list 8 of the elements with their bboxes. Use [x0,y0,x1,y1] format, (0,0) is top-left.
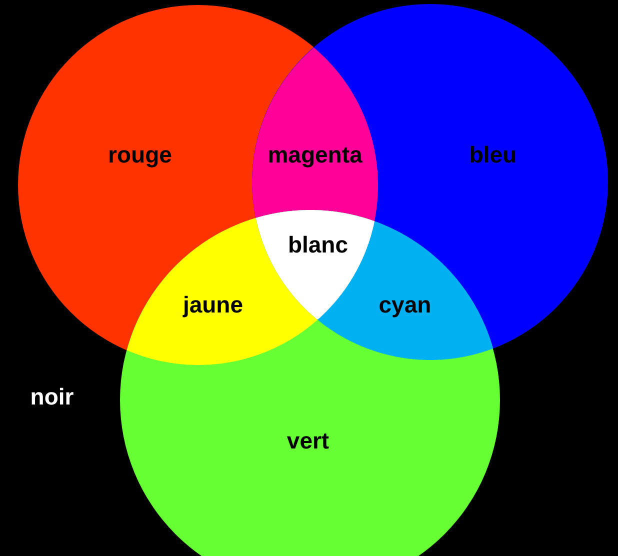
color-name: cyan [378,292,432,318]
color-name: jaune [182,292,244,318]
color-name: vert [286,428,330,454]
color-name: bleu [469,142,517,168]
color-name: blanc [288,232,348,258]
color-name: rouge [108,142,172,168]
color-name: magenta [268,141,362,168]
color-name: noir [30,384,74,410]
